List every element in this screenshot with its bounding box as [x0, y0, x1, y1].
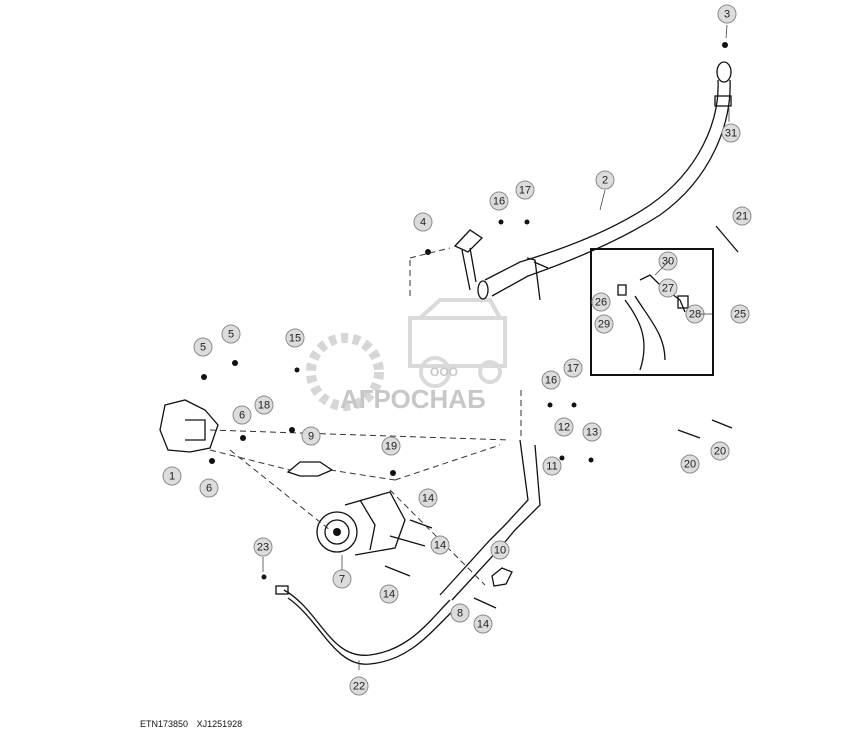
callout-number: 8 [457, 608, 463, 620]
callout-number: 4 [420, 217, 426, 229]
callout-17: 17 [563, 358, 583, 378]
clamp-part-10 [491, 567, 513, 587]
callout-number: 12 [558, 422, 570, 434]
harness-box-25 [590, 248, 714, 376]
callout-number: 17 [519, 185, 531, 197]
callout-31: 31 [721, 123, 741, 143]
callout-number: 15 [289, 333, 301, 345]
callout-12: 12 [554, 417, 574, 437]
callout-21: 21 [732, 206, 752, 226]
callout-17: 17 [515, 180, 535, 200]
callout-number: 14 [477, 619, 489, 631]
callout-20: 20 [710, 441, 730, 461]
callout-number: 7 [339, 574, 345, 586]
drawing-footer: ETN173850 XJ1251928 [140, 719, 248, 729]
callout-number: 14 [434, 540, 446, 552]
callout-10: 10 [490, 540, 510, 560]
callout-number: 27 [662, 283, 674, 295]
callout-number: 18 [258, 400, 270, 412]
callout-number: 26 [595, 297, 607, 309]
callout-16: 16 [541, 370, 561, 390]
callout-number: 28 [689, 309, 701, 321]
callout-number: 21 [736, 211, 748, 223]
drawing-id: XJ1251928 [196, 719, 243, 729]
assembly-lines [209, 390, 522, 586]
callout-14: 14 [473, 614, 493, 634]
callout-25: 25 [730, 304, 750, 324]
callout-11: 11 [542, 456, 562, 476]
callout-18: 18 [254, 395, 274, 415]
callout-27: 27 [658, 278, 678, 298]
bolts-part-14 [384, 519, 497, 609]
callout-number: 31 [725, 128, 737, 140]
callout-number: 2 [602, 175, 608, 187]
callout-number: 22 [353, 681, 365, 693]
hardware-dots [201, 42, 728, 580]
bracket-part-1 [159, 399, 219, 453]
callout-number: 10 [494, 545, 506, 557]
callout-14: 14 [418, 488, 438, 508]
compressor-part-7 [316, 491, 406, 556]
hose-part-22 [275, 585, 459, 665]
callout-number: 3 [724, 9, 730, 21]
callout-number: 25 [734, 309, 746, 321]
callout-16: 16 [489, 191, 509, 211]
callout-5: 5 [221, 324, 241, 344]
watermark-company: ООО [430, 365, 458, 379]
callout-7: 7 [332, 569, 352, 589]
callout-14: 14 [430, 535, 450, 555]
callout-6: 6 [199, 478, 219, 498]
callout-3: 3 [717, 4, 737, 24]
callout-number: 17 [567, 363, 579, 375]
strap-part-9 [286, 461, 334, 477]
callout-30: 30 [658, 251, 678, 271]
hose-part-11 [439, 439, 541, 601]
watermark-brand: АГРОСНАБ [340, 384, 486, 414]
callout-number: 20 [684, 459, 696, 471]
callout-20: 20 [680, 454, 700, 474]
callout-number: 16 [545, 375, 557, 387]
callout-number: 5 [228, 329, 234, 341]
callout-number: 14 [422, 493, 434, 505]
callout-number: 23 [257, 542, 269, 554]
callout-23: 23 [253, 537, 273, 557]
callout-number: 1 [169, 471, 175, 483]
callout-6: 6 [232, 405, 252, 425]
callout-number: 20 [714, 446, 726, 458]
leader-lines [262, 24, 730, 670]
callout-number: 14 [383, 589, 395, 601]
callout-5: 5 [193, 337, 213, 357]
accessories-20-21 [677, 225, 739, 439]
callout-number: 5 [200, 342, 206, 354]
callout-number: 6 [206, 483, 212, 495]
callout-number: 11 [546, 461, 557, 473]
callout-number: 13 [586, 427, 598, 439]
callout-1: 1 [162, 466, 182, 486]
callout-9: 9 [301, 426, 321, 446]
callout-number: 9 [308, 431, 314, 443]
callout-number: 29 [598, 319, 610, 331]
callout-19: 19 [381, 436, 401, 456]
callout-labels: 3312171642130262729282555151617618912131… [162, 4, 752, 696]
callout-2: 2 [595, 170, 615, 190]
callout-number: 19 [385, 441, 397, 453]
callout-number: 16 [493, 196, 505, 208]
callout-26: 26 [591, 292, 611, 312]
watermark: ООО АГРОСНАБ [306, 298, 507, 414]
callout-number: 6 [239, 410, 245, 422]
fitting-part-4 [409, 229, 484, 300]
callout-13: 13 [582, 422, 602, 442]
callout-28: 28 [685, 304, 705, 324]
callout-22: 22 [349, 676, 369, 696]
callout-4: 4 [413, 212, 433, 232]
callout-14: 14 [379, 584, 399, 604]
callout-15: 15 [285, 328, 305, 348]
figure-id: ETN173850 [140, 719, 189, 729]
callout-29: 29 [594, 314, 614, 334]
callout-8: 8 [450, 603, 470, 623]
hose-part-2 [477, 61, 732, 301]
